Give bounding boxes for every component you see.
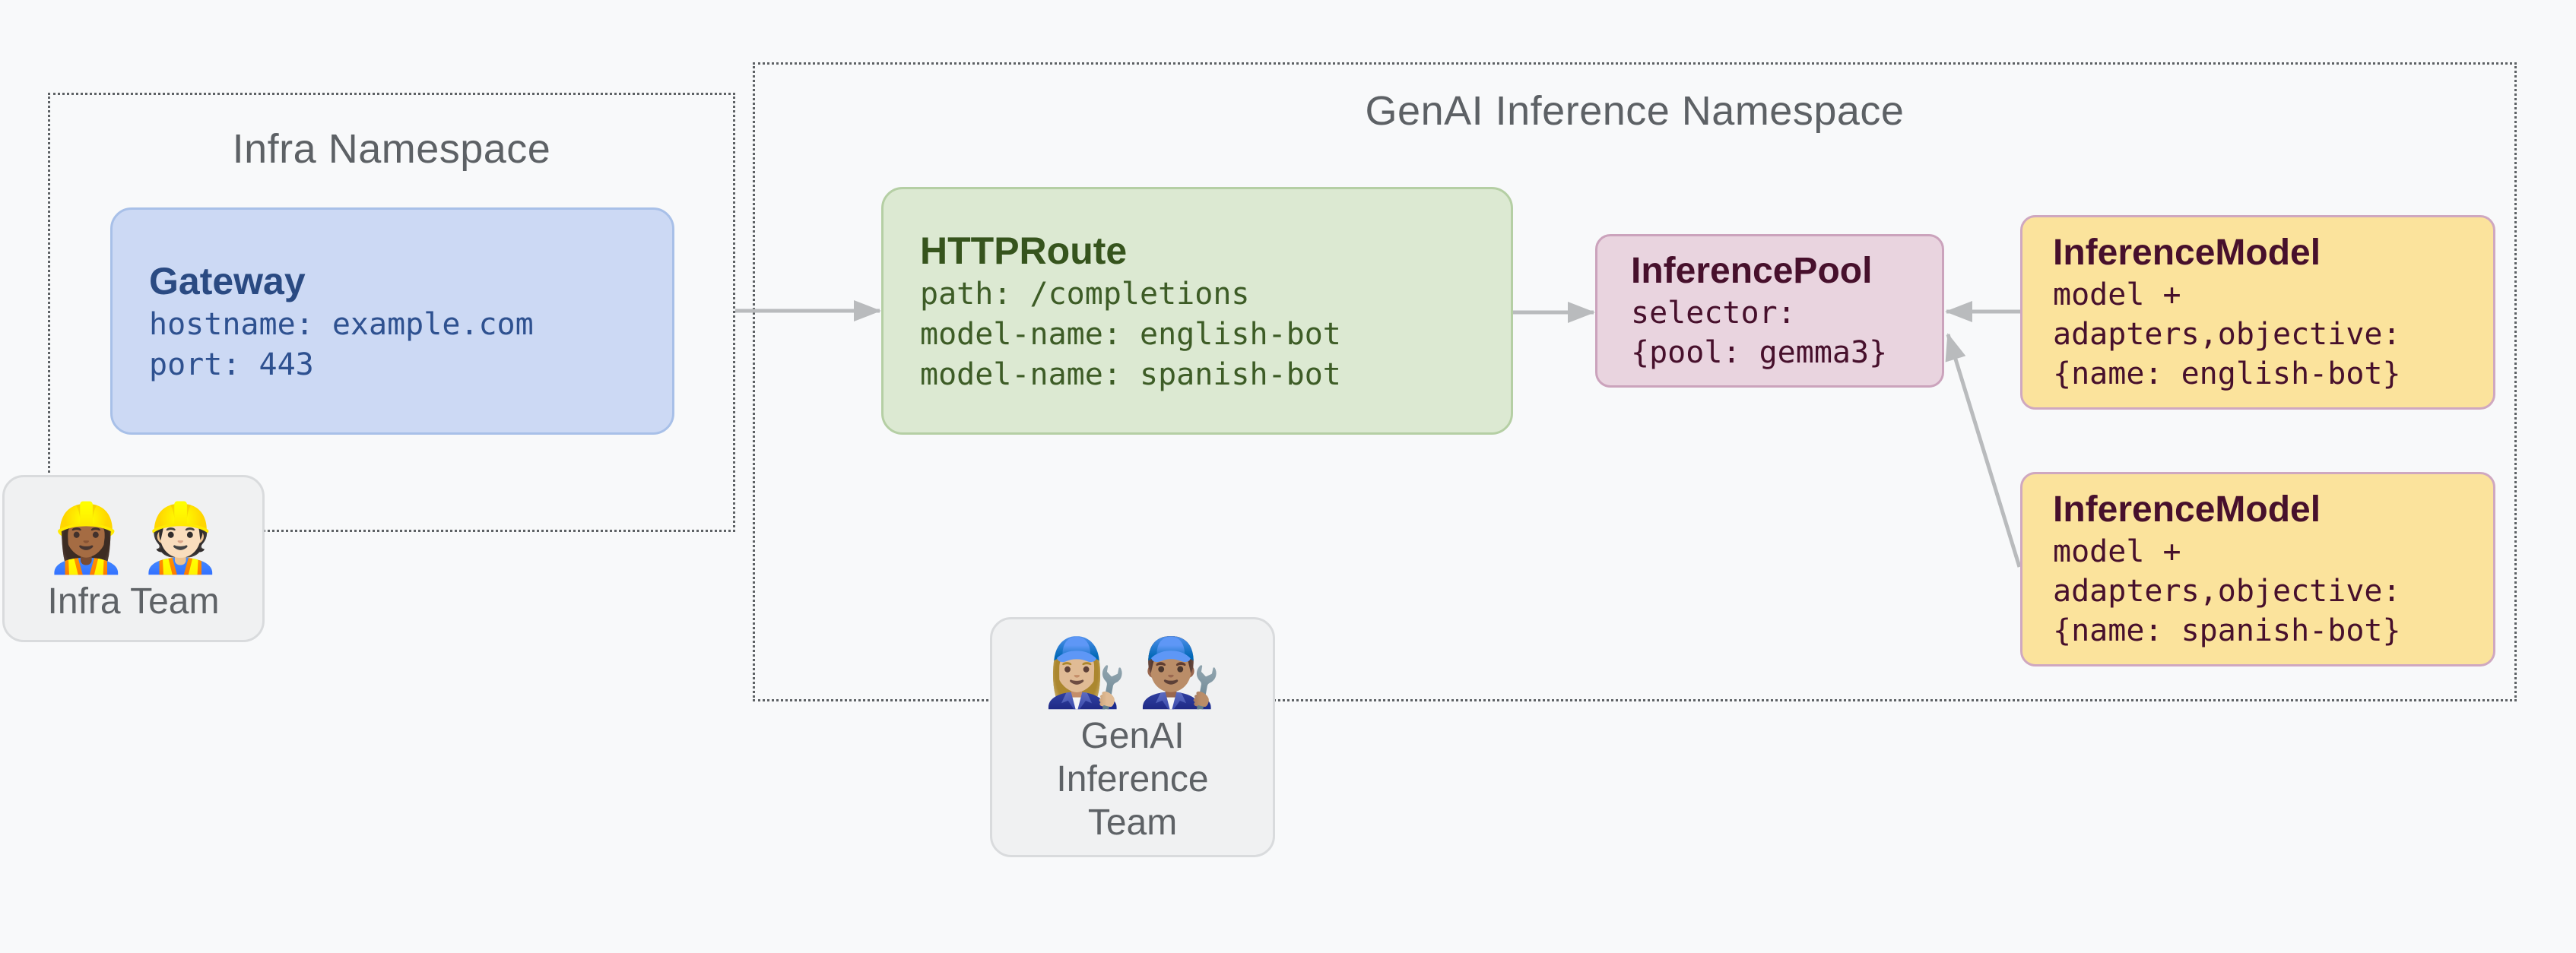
httproute-path-line: path: /completions	[920, 276, 1250, 312]
inference-model-spanish-title: InferenceModel	[2053, 489, 2321, 530]
inference-model-spanish-card: InferenceModel model + adapters,objectiv…	[2020, 472, 2495, 666]
gateway-title: Gateway	[149, 259, 306, 302]
infra-team-card: 👷🏾‍♀️👷🏻 Infra Team	[2, 475, 265, 642]
inference-pool-card: InferencePool selector: {pool: gemma3}	[1595, 234, 1944, 388]
inference-model-spanish-line-1: model +	[2053, 534, 2181, 569]
inference-model-english-card: InferenceModel model + adapters,objectiv…	[2020, 215, 2495, 410]
inference-model-english-line-3: {name: english-bot}	[2053, 356, 2401, 391]
genai-team-label: GenAI Inference Team	[1056, 715, 1209, 843]
gateway-card: Gateway hostname: example.com port: 443	[110, 207, 674, 435]
inference-pool-selector-line: selector:	[1631, 296, 1796, 331]
mechanic-emoji-icons: 👩🏼‍🔧👨🏽‍🔧	[1043, 634, 1232, 710]
gateway-port-line: port: 443	[149, 347, 314, 382]
inference-model-spanish-line-2: adapters,objective:	[2053, 574, 2401, 609]
infra-namespace-title: Infra Namespace	[232, 126, 551, 172]
infra-namespace-box: Infra Namespace	[48, 93, 735, 532]
inference-pool-title: InferencePool	[1631, 251, 1873, 291]
httproute-model-english-line: model-name: english-bot	[920, 316, 1341, 352]
construction-worker-emoji-icons: 👷🏾‍♀️👷🏻	[44, 499, 233, 575]
gateway-hostname-line: hostname: example.com	[149, 306, 534, 342]
inference-model-english-line-1: model +	[2053, 277, 2181, 312]
infra-team-label: Infra Team	[47, 581, 220, 622]
httproute-model-spanish-line: model-name: spanish-bot	[920, 356, 1341, 392]
arrow-model-spanish-to-pool	[1945, 333, 2022, 568]
inference-model-english-title: InferenceModel	[2053, 233, 2321, 273]
inference-model-spanish-line-3: {name: spanish-bot}	[2053, 613, 2401, 648]
httproute-title: HTTPRoute	[920, 229, 1128, 272]
genai-namespace-box: GenAI Inference Namespace	[753, 62, 2517, 701]
genai-namespace-title: GenAI Inference Namespace	[1365, 88, 1905, 134]
genai-team-card: 👩🏼‍🔧👨🏽‍🔧 GenAI Inference Team	[990, 617, 1275, 857]
inference-model-english-line-2: adapters,objective:	[2053, 317, 2401, 352]
httproute-card: HTTPRoute path: /completions model-name:…	[881, 187, 1513, 435]
inference-pool-value-line: {pool: gemma3}	[1631, 335, 1888, 370]
